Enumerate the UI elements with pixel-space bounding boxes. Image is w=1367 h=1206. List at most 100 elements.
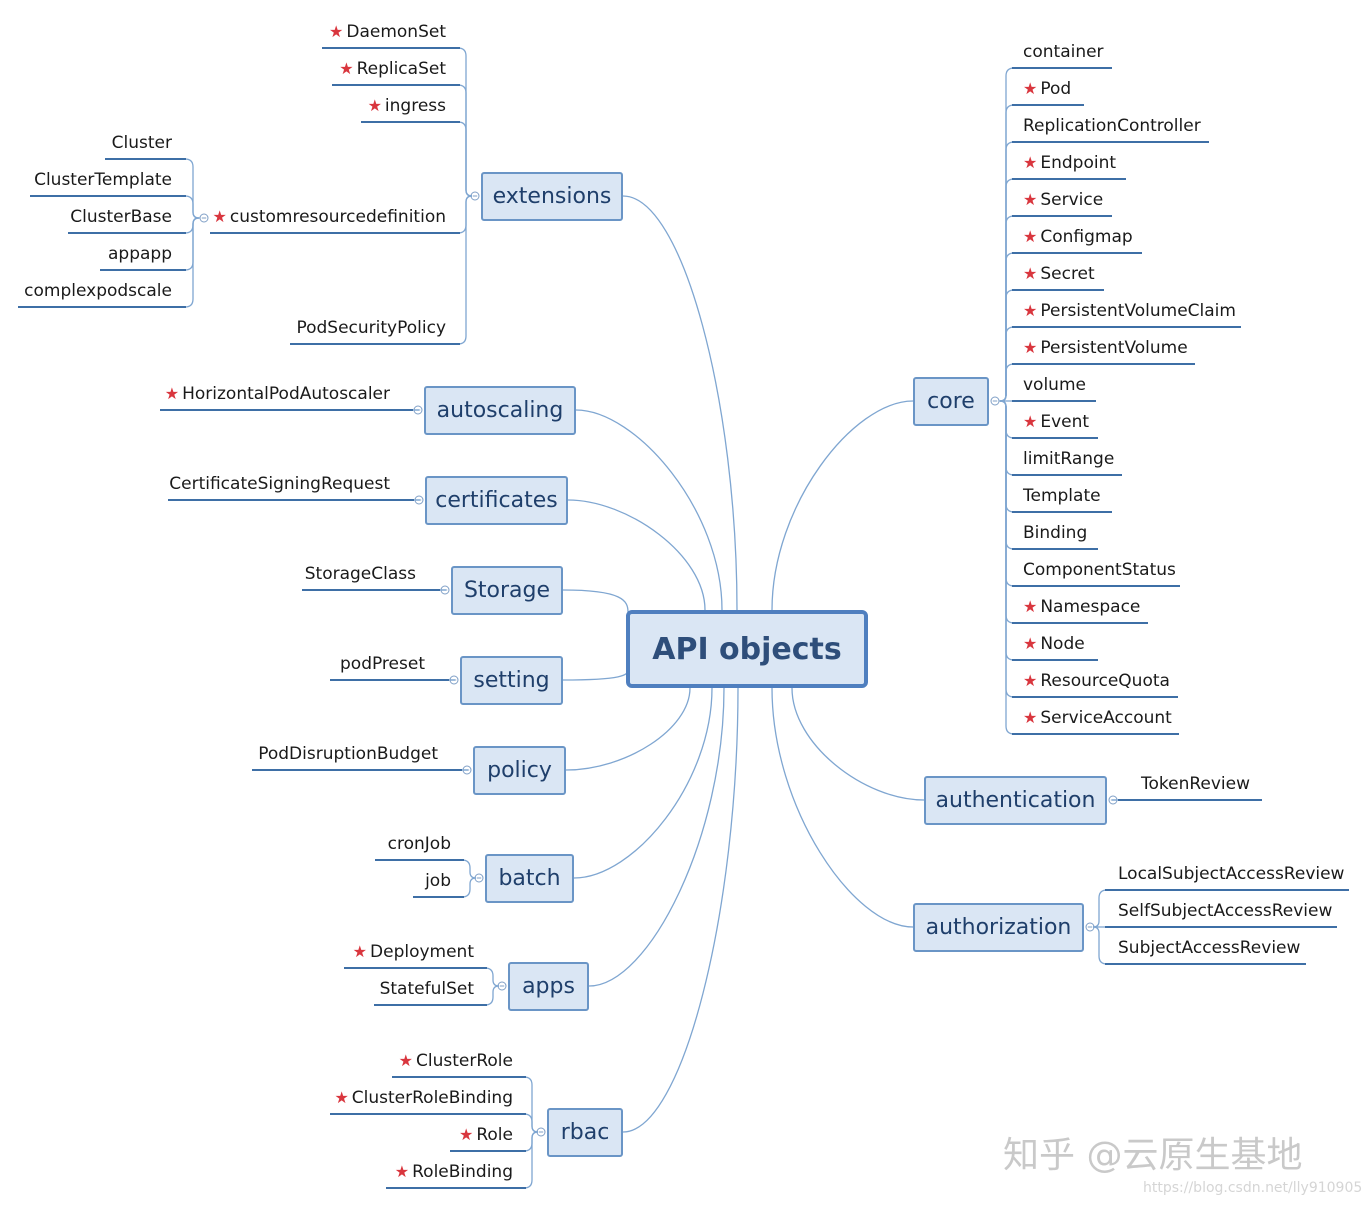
connector-batch-0 (461, 859, 477, 879)
leaf-label: Template (1023, 486, 1101, 506)
leaf-service[interactable]: ★Service (1023, 189, 1103, 211)
connector-root-left-2 (567, 499, 706, 611)
leaf-label: Service (1040, 190, 1104, 210)
leaf-cluster[interactable]: Cluster (112, 132, 172, 154)
leaf-poddisruptionbudget[interactable]: PodDisruptionBudget (258, 743, 438, 765)
node-setting[interactable]: setting (460, 656, 563, 705)
leaf-underline (1012, 733, 1179, 735)
connector-crd-2 (184, 217, 200, 234)
leaf-resourcequota[interactable]: ★ResourceQuota (1023, 670, 1170, 692)
leaf-label: HorizontalPodAutoscaler (182, 384, 390, 404)
leaf-clusterrole[interactable]: ★ClusterRole (399, 1050, 513, 1072)
leaf-binding[interactable]: Binding (1023, 522, 1087, 544)
leaf-template[interactable]: Template (1023, 485, 1101, 507)
connector-extensions-3 (457, 195, 473, 234)
leaf-rolebinding[interactable]: ★RoleBinding (395, 1161, 513, 1183)
node-batch[interactable]: batch (485, 854, 574, 903)
leaf-clusterrolebinding[interactable]: ★ClusterRoleBinding (334, 1087, 513, 1109)
star-icon: ★ (1023, 708, 1038, 727)
leaf-underline (344, 967, 487, 969)
leaf-appapp[interactable]: appapp (108, 243, 172, 265)
leaf-label: PersistentVolumeClaim (1040, 301, 1236, 321)
connector-extensions-2 (457, 121, 473, 197)
leaf-label: appapp (108, 244, 172, 264)
leaf-podpreset[interactable]: podPreset (340, 653, 425, 675)
leaf-localsubjectaccessreview[interactable]: LocalSubjectAccessReview (1118, 863, 1344, 885)
leaf-pod[interactable]: ★Pod (1023, 78, 1071, 100)
connector-crd-3 (184, 217, 200, 271)
leaf-serviceaccount[interactable]: ★ServiceAccount (1023, 707, 1172, 729)
leaf-replicaset[interactable]: ★ReplicaSet (339, 58, 446, 80)
leaf-label: PodDisruptionBudget (258, 744, 438, 764)
leaf-volume[interactable]: volume (1023, 374, 1086, 396)
leaf-customresourcedefinition[interactable]: ★customresourcedefinition (213, 206, 447, 228)
connector-root-right-0 (771, 400, 914, 611)
node-storage[interactable]: Storage (451, 566, 563, 615)
node-autoscaling[interactable]: autoscaling (424, 386, 576, 435)
connector-core-6 (999, 289, 1015, 402)
leaf-subjectaccessreview[interactable]: SubjectAccessReview (1118, 937, 1300, 959)
node-extensions-label: extensions (492, 184, 612, 209)
leaf-deployment[interactable]: ★Deployment (353, 941, 474, 963)
leaf-statefulset[interactable]: StatefulSet (380, 978, 474, 1000)
leaf-underline (1012, 215, 1112, 217)
star-icon: ★ (334, 1088, 349, 1107)
leaf-container[interactable]: container (1023, 41, 1104, 63)
connector-core-18 (999, 400, 1015, 735)
leaf-ingress[interactable]: ★ingress (368, 95, 446, 117)
leaf-selfsubjectaccessreview[interactable]: SelfSubjectAccessReview (1118, 900, 1332, 922)
leaf-secret[interactable]: ★Secret (1023, 263, 1095, 285)
leaf-limitrange[interactable]: limitRange (1023, 448, 1114, 470)
leaf-tokenreview[interactable]: TokenReview (1141, 773, 1250, 795)
leaf-replicationcontroller[interactable]: ReplicationController (1023, 115, 1201, 137)
leaf-underline (1012, 104, 1084, 106)
leaf-label: RoleBinding (412, 1162, 513, 1182)
leaf-label: TokenReview (1141, 774, 1251, 794)
node-rbac[interactable]: rbac (547, 1108, 623, 1157)
node-core[interactable]: core (913, 377, 989, 426)
node-authorization-label: authorization (925, 915, 1072, 940)
leaf-clusterbase[interactable]: ClusterBase (70, 206, 172, 228)
leaf-persistentvolumeclaim[interactable]: ★PersistentVolumeClaim (1023, 300, 1236, 322)
connector-rbac-0 (523, 1076, 539, 1133)
node-extensions[interactable]: extensions (481, 172, 623, 221)
leaf-podsecuritypolicy[interactable]: PodSecurityPolicy (296, 317, 446, 339)
leaf-role[interactable]: ★Role (459, 1124, 513, 1146)
leaf-underline (1105, 963, 1306, 965)
leaf-storageclass[interactable]: StorageClass (305, 563, 416, 585)
node-authorization[interactable]: authorization (913, 903, 1084, 952)
node-certificates[interactable]: certificates (425, 476, 568, 525)
leaf-underline (330, 679, 449, 681)
leaf-label: ClusterTemplate (34, 170, 172, 190)
leaf-cronjob[interactable]: cronJob (388, 833, 451, 855)
leaf-horizontalpodautoscaler[interactable]: ★HorizontalPodAutoscaler (165, 383, 390, 405)
root-node-api-objects[interactable]: API objects (626, 610, 868, 688)
leaf-daemonset[interactable]: ★DaemonSet (329, 21, 446, 43)
leaf-event[interactable]: ★Event (1023, 411, 1089, 433)
leaf-clustertemplate[interactable]: ClusterTemplate (34, 169, 172, 191)
leaf-persistentvolume[interactable]: ★PersistentVolume (1023, 337, 1188, 359)
leaf-underline (413, 896, 464, 898)
leaf-componentstatus[interactable]: ComponentStatus (1023, 559, 1176, 581)
node-authentication[interactable]: authentication (924, 776, 1107, 825)
leaf-underline (290, 343, 460, 345)
leaf-configmap[interactable]: ★Configmap (1023, 226, 1133, 248)
leaf-node[interactable]: ★Node (1023, 633, 1085, 655)
star-icon: ★ (1023, 153, 1038, 172)
leaf-complexpodscale[interactable]: complexpodscale (24, 280, 172, 302)
leaf-label: PersistentVolume (1040, 338, 1188, 358)
leaf-underline (1012, 585, 1180, 587)
watermark-url: https://blog.csdn.net/lly910905 (1143, 1180, 1363, 1196)
leaf-namespace[interactable]: ★Namespace (1023, 596, 1140, 618)
leaf-job[interactable]: job (425, 870, 451, 892)
leaf-underline (1012, 326, 1241, 328)
node-policy[interactable]: policy (473, 746, 566, 795)
leaf-underline (100, 269, 186, 271)
leaf-underline (1118, 799, 1262, 801)
leaf-endpoint[interactable]: ★Endpoint (1023, 152, 1116, 174)
node-apps[interactable]: apps (508, 962, 589, 1011)
leaf-label: PodSecurityPolicy (296, 318, 446, 338)
leaf-certificatesigningrequest[interactable]: CertificateSigningRequest (169, 473, 390, 495)
leaf-label: ClusterBase (70, 207, 172, 227)
